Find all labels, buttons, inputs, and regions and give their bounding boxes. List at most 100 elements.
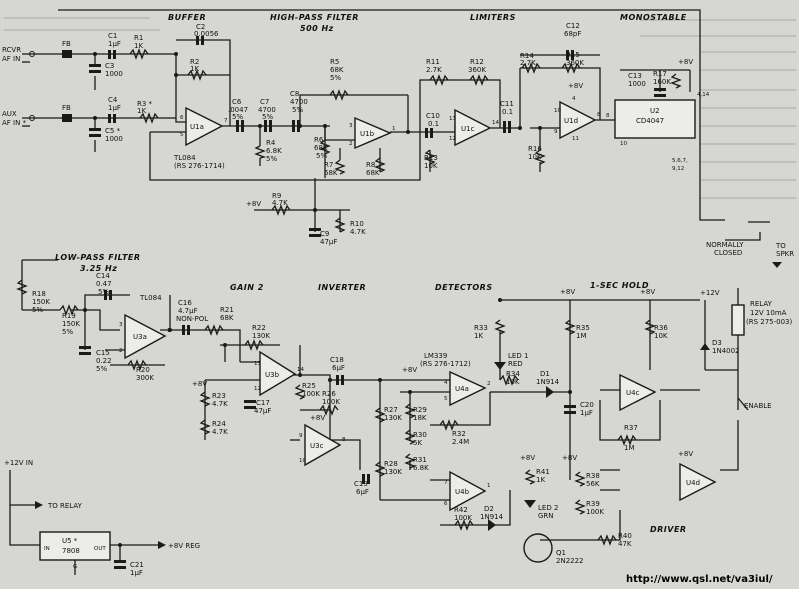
plus8v-reg: +8V REG — [168, 542, 200, 550]
u3a-opamp — [124, 313, 167, 360]
r26-label: R26 — [322, 390, 336, 398]
r19-value: 150K — [62, 320, 80, 328]
r18-resistor-icon — [16, 279, 28, 295]
svg-text:10: 10 — [620, 141, 627, 147]
r27-resistor-icon — [374, 407, 386, 423]
r8-label: R8 — [366, 161, 375, 169]
c14-tol: 5% — [98, 288, 109, 296]
r20-label: R20 — [136, 366, 150, 374]
plus8v-e: +8V — [402, 366, 417, 374]
u4d-opamp — [679, 462, 717, 502]
to-spkr-label-2: SPKR — [776, 250, 794, 258]
plus8v-b: +8V — [568, 82, 583, 90]
c9-capacitor-icon — [309, 228, 321, 231]
r27-label: R27 — [384, 406, 398, 414]
u2-power-pins: 4,14 — [697, 92, 710, 98]
svg-text:5: 5 — [444, 396, 448, 402]
led2-label: LED 2 — [538, 504, 558, 512]
speaker-jack-icon — [772, 262, 782, 268]
r42-label: R42 — [454, 506, 468, 514]
r17-label: R17 — [653, 70, 667, 78]
plus8v-a: +8V — [246, 200, 261, 208]
rcvr-label: RCVR — [2, 46, 21, 54]
c14-capacitor-icon — [104, 290, 107, 300]
r38-label: R38 — [586, 472, 600, 480]
d3-value: 1N4002 — [712, 347, 740, 355]
d2-diode-icon — [488, 519, 496, 531]
r31-value: 6.8K — [413, 464, 429, 472]
r21-value: 68K — [220, 314, 234, 322]
power-supply-section: +12V IN TO RELAY U5 * 7808 IN OUT G +8V … — [4, 459, 200, 577]
r30-resistor-icon — [404, 429, 416, 445]
c13-label: C13 — [628, 72, 642, 80]
plus8v-f: +8V — [560, 288, 575, 296]
r33-label: R33 — [474, 324, 488, 332]
relay-section: NORMALLY CLOSED TO SPKR +12V RELAY 12V 1… — [700, 241, 794, 411]
r22-resistor-icon — [244, 339, 264, 351]
r33-resistor-icon — [494, 319, 506, 335]
u3a-label: U3a — [133, 333, 147, 341]
lowpass-section: R18 150K 5% C14 0.47 5% R19 150K 5% C15 … — [16, 272, 208, 382]
u4c-label: U4c — [626, 389, 640, 397]
r23-resistor-icon — [199, 391, 211, 407]
c18-value: 6µF — [332, 364, 345, 372]
c16-value: 4.7µF — [178, 307, 198, 315]
u2-ground-pins-2: 9,12 — [672, 166, 684, 172]
title-inverter: INVERTER — [318, 283, 366, 292]
c14-label: C14 — [96, 272, 110, 280]
c5-capacitor-icon — [89, 128, 101, 131]
c15-tol: 5% — [96, 365, 107, 373]
svg-text:12: 12 — [449, 136, 456, 142]
enable-switch-icon — [737, 397, 749, 411]
r5-label: R5 — [330, 58, 339, 66]
u2-label: U2 — [650, 107, 660, 115]
u2-ground-pins: 5,6,7, — [672, 158, 688, 164]
c1-label: C1 — [108, 32, 117, 40]
relay-nc-label-2: CLOSED — [714, 249, 742, 257]
r4-label: R4 — [266, 139, 276, 147]
c10-value: 0.1 — [428, 120, 439, 128]
r24-label: R24 — [212, 420, 226, 428]
c16-capacitor-icon — [182, 325, 185, 335]
c1-value: 1µF — [108, 40, 121, 48]
r39-label: R39 — [586, 500, 600, 508]
r34-value: 10K — [506, 378, 520, 386]
r37-value: 1M — [624, 444, 635, 452]
c9-value: 47µF — [320, 238, 337, 246]
r12-value: 360K — [468, 66, 486, 74]
r6-label: R6 — [314, 136, 324, 144]
r11-value: 2.7K — [426, 66, 442, 74]
arrow-right-icon-2 — [158, 541, 166, 549]
r38-resistor-icon — [574, 471, 586, 487]
aux-jack-icon — [29, 115, 35, 121]
c20-capacitor-icon — [564, 405, 576, 408]
svg-text:3: 3 — [119, 322, 123, 328]
r19-tol: 5% — [62, 328, 73, 336]
r14-label: R14 — [520, 52, 534, 60]
title-driver: DRIVER — [650, 525, 687, 534]
d2-value: 1N914 — [480, 513, 504, 521]
led2-icon — [524, 500, 536, 508]
svg-text:11: 11 — [572, 136, 579, 142]
r15-value: 360K — [566, 59, 584, 67]
u4a-opamp — [449, 370, 487, 407]
r32-label: R32 — [452, 430, 466, 438]
c1-capacitor-icon — [108, 50, 111, 59]
svg-text:13: 13 — [254, 361, 261, 367]
r16-label: R16 — [528, 145, 542, 153]
c3-capacitor-icon — [89, 64, 101, 67]
u1b-opamp — [354, 116, 392, 150]
r3-value: 1K — [137, 107, 146, 115]
u1a-part-2: (RS 276-1714) — [174, 162, 225, 170]
r6-resistor-icon — [319, 139, 331, 155]
r35-resistor-icon — [564, 319, 576, 335]
u5-regulator — [39, 531, 111, 561]
u4b-label: U4b — [455, 488, 470, 496]
d1-value: 1N914 — [536, 378, 560, 386]
plus8v-c: +8V — [678, 58, 693, 66]
r8-value: 68K — [366, 169, 380, 177]
svg-text:8: 8 — [342, 437, 346, 443]
svg-text:8: 8 — [606, 113, 610, 119]
r30-label: R30 — [413, 431, 427, 439]
r21-resistor-icon — [204, 324, 224, 336]
